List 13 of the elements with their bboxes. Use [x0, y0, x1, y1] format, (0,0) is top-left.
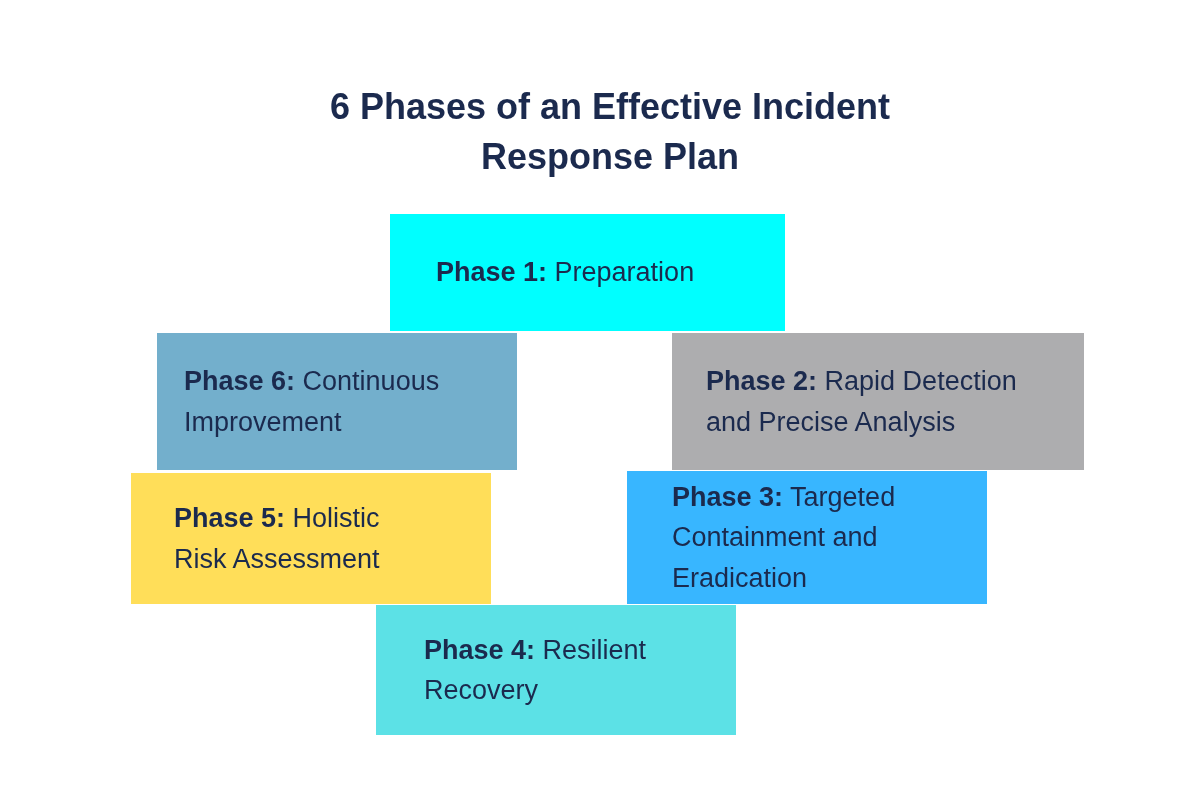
title: 6 Phases of an Effective Incident Response Plan — [328, 85, 892, 180]
phase-label: Phase 3: Targeted Containment and Eradication — [672, 480, 897, 595]
phase-box — [376, 605, 736, 735]
phase-label: Phase 6: Continuous Improvement — [184, 365, 441, 439]
phase-box — [390, 214, 785, 331]
phase-label: Phase 5: Holistic Risk Assessment — [174, 502, 381, 576]
phase-label: Phase 2: Rapid Detection and Precise Analysis — [706, 365, 1018, 439]
phase-box — [157, 333, 517, 470]
phase-box — [627, 471, 987, 604]
phase-box — [131, 473, 491, 604]
phase-box — [672, 333, 1084, 470]
phase-label: Phase 4: Resilient Recovery — [424, 633, 648, 707]
phase-label: Phase 1: Preparation — [436, 256, 695, 290]
